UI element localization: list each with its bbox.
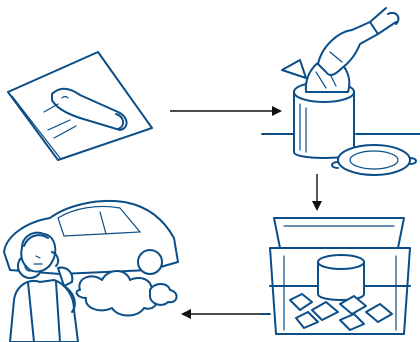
container-in-ice-box-icon bbox=[261, 217, 411, 335]
finger-on-paper-icon bbox=[7, 51, 153, 161]
hand-placing-bundle-icon bbox=[261, 7, 420, 176]
arrow-right-1 bbox=[170, 106, 282, 116]
woman-phone-car-icon bbox=[3, 200, 179, 342]
arrow-down-1 bbox=[312, 174, 322, 211]
arrow-left-1 bbox=[181, 309, 262, 319]
